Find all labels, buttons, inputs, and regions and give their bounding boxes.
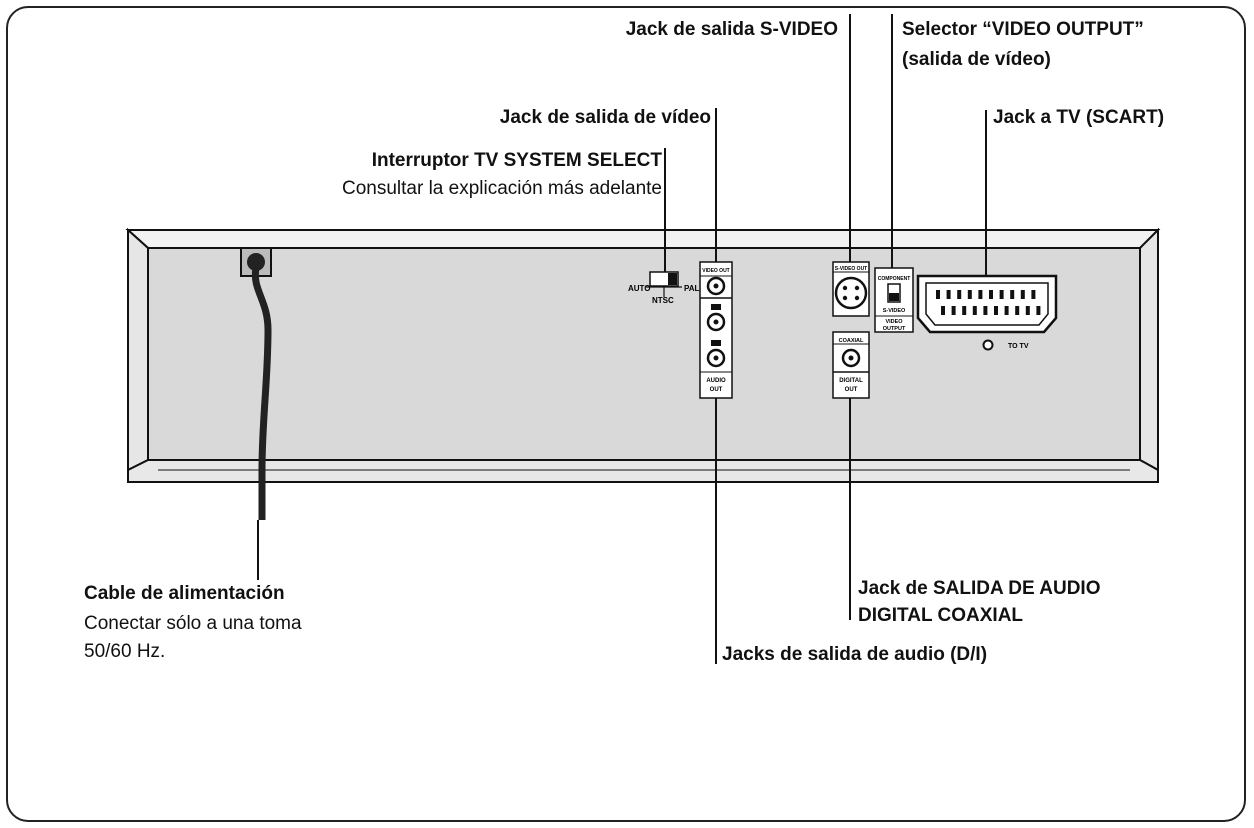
scart-pin (989, 290, 993, 299)
component-panel-label: COMPONENT (878, 276, 911, 282)
scart-pin (983, 306, 988, 315)
scart-pin (1004, 306, 1009, 315)
digital-audio-line1: Jack de SALIDA DE AUDIO (858, 578, 1101, 599)
power-cable (240, 247, 272, 580)
audio-out-jacks-label: Jacks de salida de audio (D/I) (722, 644, 988, 665)
svideo-jack-icon (834, 276, 868, 310)
coaxial-panel-label: COAXIAL (839, 338, 864, 344)
diagram-frame (6, 6, 1246, 822)
scart-pin (946, 290, 951, 299)
scart-pin (962, 306, 967, 315)
scart-pin (1015, 306, 1020, 315)
scart-pin (999, 290, 1004, 299)
scart-pin (972, 306, 977, 315)
video-out-jack-label: Jack de salida de vídeo (499, 107, 711, 128)
tv-system-switch (646, 271, 682, 297)
scart-connector (916, 274, 1058, 351)
svideo-panel-label: S-VIDEO (883, 308, 906, 314)
scart-pin (1036, 306, 1041, 315)
scart-pin (951, 306, 956, 315)
video-out-panel-label: VIDEO OUT (702, 268, 730, 274)
pal-label: PAL (684, 284, 700, 293)
scart-pin (957, 290, 962, 299)
selector-label-line1: Selector “VIDEO OUTPUT” (902, 19, 1144, 40)
selector-label-line2: (salida de vídeo) (902, 49, 1051, 70)
digital-out-panel-label: OUT (845, 387, 858, 393)
scart-pin (967, 290, 972, 299)
scart-pin (994, 306, 998, 315)
screw-icon (982, 339, 994, 351)
scart-jack-label: Jack a TV (SCART) (993, 107, 1165, 128)
audio-panel-label: AUDIO (706, 378, 726, 384)
video-output-selector (874, 267, 914, 333)
video-audio-panel (699, 261, 733, 399)
svideo-out-panel-label: S-VIDEO OUT (835, 266, 868, 272)
svideo-panel (832, 261, 870, 317)
power-cable-line1: Conectar sólo a una toma (84, 613, 302, 634)
output-panel-label: OUTPUT (883, 326, 906, 332)
digital-audio-line2: DIGITAL COAXIAL (858, 605, 1024, 626)
scart-pin (1010, 290, 1015, 299)
tv-system-title: Interruptor TV SYSTEM SELECT (371, 150, 662, 171)
scart-pin (978, 290, 983, 299)
leader-lines (664, 14, 987, 664)
svideo-jack-label: Jack de salida S-VIDEO (625, 19, 838, 40)
ntsc-label: NTSC (652, 296, 674, 305)
video-panel-label: VIDEO (885, 319, 903, 325)
power-cable-title: Cable de alimentación (84, 583, 285, 604)
scart-pin (1020, 290, 1025, 299)
scart-pin (1031, 290, 1036, 299)
audio-out-panel-label: OUT (710, 387, 723, 393)
digital-panel-label: DIGITAL (839, 378, 863, 384)
scart-pin (941, 306, 945, 315)
scart-pin (1025, 306, 1030, 315)
tv-system-note: Consultar la explicación más adelante (341, 178, 662, 199)
to-tv-panel-label: TO TV (1008, 343, 1029, 350)
device-body (125, 227, 1161, 483)
auto-label: AUTO (628, 284, 651, 293)
scart-pin (936, 290, 940, 299)
power-cable-line2: 50/60 Hz. (84, 641, 166, 662)
